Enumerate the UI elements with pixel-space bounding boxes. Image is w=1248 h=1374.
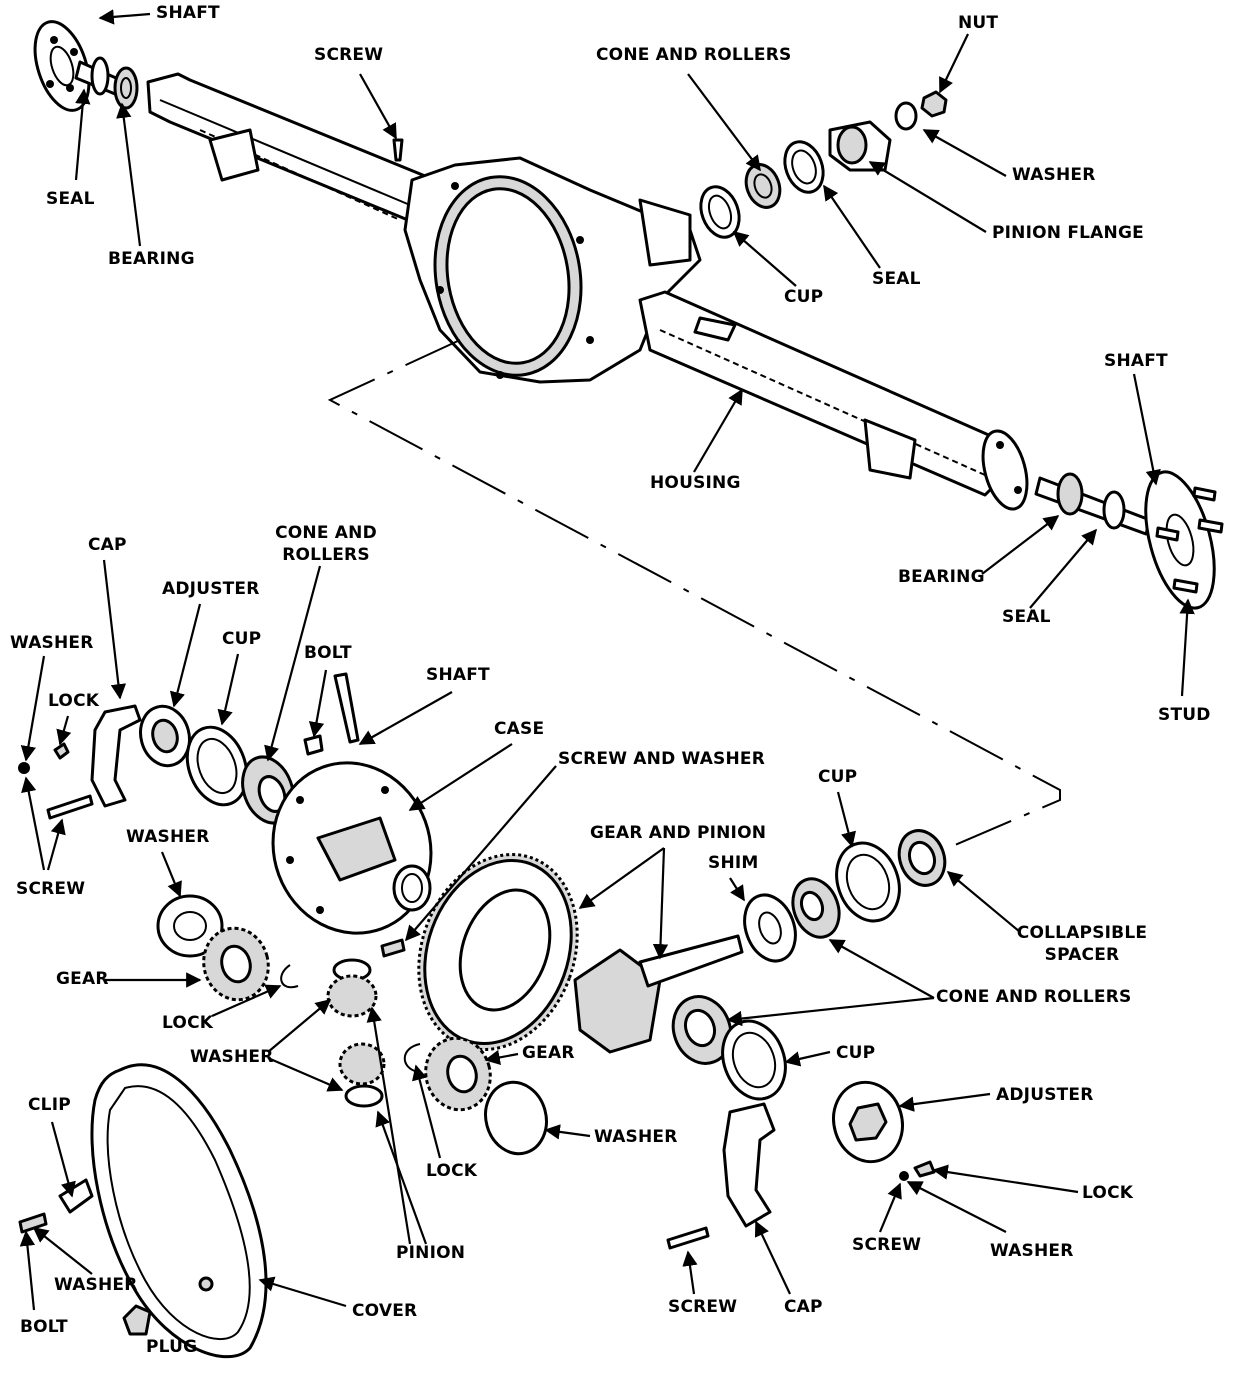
- side-gear-lock-left: [280, 964, 299, 989]
- label-lock-left: LOCK: [48, 691, 100, 711]
- label-washer-gear: WASHER: [594, 1127, 678, 1147]
- label-washer-pinions: WASHER: [190, 1047, 274, 1067]
- ring-gear: [417, 853, 579, 1051]
- label-seal-left: SEAL: [46, 189, 95, 209]
- label-spacer: SPACER: [1044, 945, 1120, 965]
- shim: [743, 893, 797, 963]
- differential-cover: [90, 1063, 268, 1359]
- label-cone-rollers-top: CONE AND ROLLERS: [596, 45, 792, 65]
- label-cone-rollers-mid: CONE AND ROLLERS: [936, 987, 1132, 1007]
- label-shaft-right: SHAFT: [1104, 351, 1168, 371]
- left-bearing-cap: [90, 704, 142, 808]
- label-cap-bottom: CAP: [784, 1297, 823, 1317]
- label-adjuster-left: ADJUSTER: [162, 579, 260, 599]
- pinion-cone-rollers-top: [744, 163, 782, 209]
- label-adjuster-right: ADJUSTER: [996, 1085, 1094, 1105]
- right-axle-shaft: [1034, 470, 1224, 610]
- label-bearing-right: BEARING: [898, 567, 985, 587]
- label-bearing-left: BEARING: [108, 249, 195, 269]
- pinion-mate-upper: [326, 958, 378, 1018]
- label-screw-left: SCREW: [16, 879, 86, 899]
- right-adjuster: [832, 1080, 904, 1164]
- cap-screw-bottom: [666, 1226, 710, 1250]
- label-washer-right: WASHER: [990, 1241, 1074, 1261]
- label-cup-mid: CUP: [818, 767, 858, 787]
- pinion-seal-top: [783, 140, 825, 194]
- label-seal-right: SEAL: [1002, 607, 1051, 627]
- pinion-flange: [828, 120, 892, 172]
- left-cup: [185, 725, 249, 807]
- case-screw-washer: [380, 938, 406, 958]
- left-adjuster: [139, 704, 191, 768]
- differential-case: [271, 761, 433, 935]
- label-screw-top: SCREW: [314, 45, 384, 65]
- label-cap-left: CAP: [88, 535, 127, 555]
- drive-pinion: [573, 934, 744, 1054]
- label-shaft-left: SHAFT: [156, 3, 220, 23]
- label-bolt-cover: BOLT: [20, 1317, 68, 1337]
- inner-cup: [721, 1019, 787, 1101]
- side-gear-washer-right: [484, 1080, 548, 1156]
- side-gear-left: [202, 926, 270, 1002]
- label-collapsible: COLLAPSIBLE: [1016, 923, 1148, 943]
- label-washer-side: WASHER: [126, 827, 210, 847]
- label-nut: NUT: [958, 13, 999, 33]
- left-axle-shaft: [33, 20, 127, 112]
- pinion-mate-lower: [338, 1042, 386, 1108]
- label-seal-top: SEAL: [872, 269, 921, 289]
- label-plug: PLUG: [146, 1337, 198, 1357]
- housing-screw: [392, 138, 404, 162]
- label-lock-center: LOCK: [426, 1161, 478, 1181]
- collapsible-spacer: [897, 829, 947, 887]
- leader-lines: [19, 9, 1195, 1311]
- label-gear-and-pinion: GEAR AND PINION: [590, 823, 767, 843]
- label-cup-left: CUP: [222, 629, 262, 649]
- label-cup-top: CUP: [784, 287, 824, 307]
- label-rollers: ROLLERS: [282, 545, 370, 565]
- pinion-cup-top: [699, 185, 741, 239]
- label-cone-and: CONE AND: [275, 523, 377, 543]
- inner-cone-rollers: [671, 995, 733, 1065]
- label-screw-and-washer: SCREW AND WASHER: [558, 749, 766, 769]
- label-washer-cover: WASHER: [54, 1275, 138, 1295]
- label-shaft-case: SHAFT: [426, 665, 490, 685]
- label-cup-lower: CUP: [836, 1043, 876, 1063]
- label-pinion-flange: PINION FLANGE: [992, 223, 1144, 243]
- label-gear-side: GEAR: [56, 969, 109, 989]
- pinion-washer-top: [894, 101, 918, 131]
- label-shim: SHIM: [708, 853, 759, 873]
- label-screw-bottom: SCREW: [668, 1297, 738, 1317]
- label-case: CASE: [494, 719, 545, 739]
- fill-plug: [122, 1304, 152, 1336]
- axle-housing: [146, 72, 1029, 511]
- right-bearing-cap: [722, 1102, 776, 1228]
- side-gear-right: [403, 1036, 492, 1112]
- cover-bolt: [18, 1212, 48, 1234]
- label-cover: COVER: [352, 1301, 418, 1321]
- label-washer-lock-left: WASHER: [10, 633, 94, 653]
- label-gear-right-side: GEAR: [522, 1043, 575, 1063]
- label-stud: STUD: [1158, 705, 1211, 725]
- label-screw-right: SCREW: [852, 1235, 922, 1255]
- left-cap-lock-screw: [18, 742, 94, 820]
- case-bolt: [303, 734, 324, 756]
- pinion-shaft: [333, 672, 360, 744]
- cover-clip: [58, 1178, 94, 1214]
- label-clip: CLIP: [28, 1095, 71, 1115]
- left-seal-bearing: [90, 56, 139, 110]
- right-lock-screw-washer: [899, 1160, 936, 1181]
- outer-cone-rollers: [791, 877, 841, 939]
- label-housing: HOUSING: [650, 473, 741, 493]
- label-lock-side: LOCK: [162, 1013, 214, 1033]
- label-lock-right: LOCK: [1082, 1183, 1134, 1203]
- side-gear-washer-left: [156, 894, 224, 958]
- label-washer-top: WASHER: [1012, 165, 1096, 185]
- label-pinion: PINION: [396, 1243, 466, 1263]
- assembly-dashed-line: [327, 339, 1061, 849]
- label-bolt-case: BOLT: [304, 643, 352, 663]
- pinion-nut: [920, 90, 948, 118]
